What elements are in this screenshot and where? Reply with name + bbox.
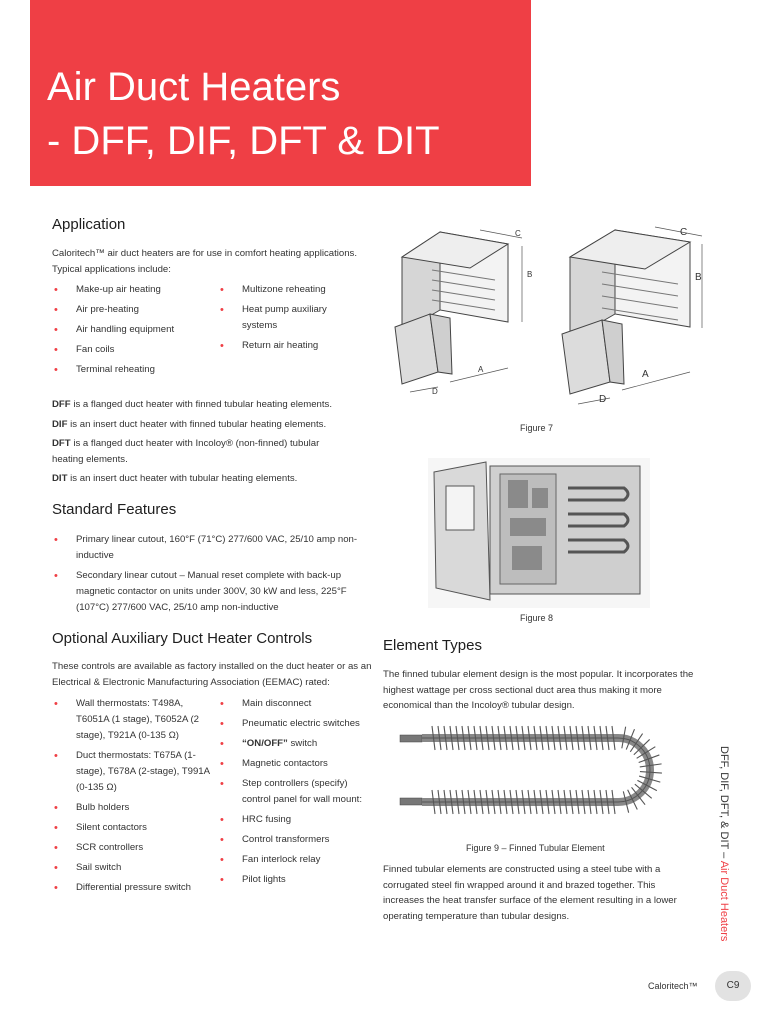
optional-control-item: HRC fusing	[218, 812, 378, 828]
optional-controls-intro: These controls are available as factory …	[52, 661, 372, 688]
optional-control-item-bold: “ON/OFF”	[242, 738, 288, 749]
fig7-label-b-left: B	[527, 270, 532, 279]
optional-controls-list-left: Wall thermostats: T498A, T6051A (1 stage…	[52, 696, 217, 900]
application-list-right: Multizone reheatingHeat pump auxiliary s…	[218, 282, 363, 358]
application-list-item: Air pre-heating	[52, 302, 222, 318]
application-intro: Caloritech™ air duct heaters are for use…	[52, 248, 358, 275]
side-label-codes: DFF, DIF, DFT, & DIT –	[718, 746, 730, 861]
application-list-item: Air handling equipment	[52, 322, 222, 338]
optional-control-item: Sail switch	[52, 860, 217, 876]
optional-control-item: Silent contactors	[52, 820, 217, 836]
element-types-para-2: Finned tubular elements are constructed …	[383, 864, 677, 922]
definition-dff: DFF is a flanged duct heater with finned…	[52, 397, 352, 413]
fig7-label-b-right: B	[695, 272, 702, 283]
optional-control-item: Fan interlock relay	[218, 852, 378, 868]
figure-7-drawing: C B A D C B A D	[394, 226, 703, 405]
fig7-label-c-left: C	[515, 229, 521, 238]
application-list-item: Heat pump auxiliary systems	[218, 302, 363, 334]
optional-control-item: Duct thermostats: T675A (1-stage), T678A…	[52, 748, 217, 796]
figure-7-caption: Figure 7	[520, 423, 554, 433]
optional-control-item-rest: switch	[287, 738, 318, 749]
optional-controls-heading: Optional Auxiliary Duct Heater Controls	[52, 630, 313, 647]
definition-text: is a flanged duct heater with finned tub…	[70, 399, 332, 410]
definition-dft: DFT is a flanged duct heater with Incolo…	[52, 436, 352, 467]
optional-control-item: Magnetic contactors	[218, 756, 378, 772]
optional-control-item: Main disconnect	[218, 696, 378, 712]
fig7-label-c-right: C	[680, 227, 687, 238]
definition-code: DFF	[52, 399, 71, 410]
heater-definitions: DFF is a flanged duct heater with finned…	[52, 397, 352, 491]
fig7-label-a-left: A	[478, 365, 484, 374]
optional-controls-list-right: Main disconnectPneumatic electric switch…	[218, 696, 378, 892]
optional-control-item: Step controllers (specify) control panel…	[218, 776, 378, 808]
fig7-label-d-left: D	[432, 387, 438, 396]
standard-features-heading: Standard Features	[52, 501, 177, 518]
definition-text: is an insert duct heater with finned tub…	[67, 418, 327, 430]
footer-brand: Caloritech™	[648, 981, 698, 991]
application-list-left: Make-up air heatingAir pre-heatingAir ha…	[52, 282, 222, 382]
figure-9-caption: Figure 9 – Finned Tubular Element	[466, 843, 605, 853]
definition-dit: DIT is an insert duct heater with tubula…	[52, 471, 352, 487]
application-list-item: Terminal reheating	[52, 362, 222, 378]
side-section-label: DFF, DIF, DFT, & DIT – Air Duct Heaters	[718, 746, 730, 941]
element-types-heading: Element Types	[383, 637, 482, 654]
fig7-label-d-right: D	[599, 394, 606, 405]
optional-control-item: Pilot lights	[218, 872, 378, 888]
optional-control-item: Bulb holders	[52, 800, 217, 816]
optional-control-item: Pneumatic electric switches	[218, 716, 378, 732]
definition-code: DIF	[52, 418, 68, 430]
definition-code: DIT	[52, 473, 68, 484]
optional-control-item: Wall thermostats: T498A, T6051A (1 stage…	[52, 696, 217, 744]
definition-code: DFT	[52, 438, 71, 449]
definition-dif: DIF is an insert duct heater with finned…	[52, 417, 352, 433]
page-number: C9	[715, 971, 751, 1001]
fig7-label-a-right: A	[642, 369, 649, 380]
figure-8-photo	[428, 458, 650, 608]
definition-text: is an insert duct heater with tubular he…	[67, 473, 298, 484]
title-banner: Air Duct Heaters - DFF, DIF, DFT & DIT	[30, 0, 531, 186]
page-title-line-2: - DFF, DIF, DFT & DIT	[47, 119, 440, 163]
optional-control-item: “ON/OFF” switch	[218, 736, 378, 752]
application-list-item: Fan coils	[52, 342, 222, 358]
application-list-item: Multizone reheating	[218, 282, 363, 298]
standard-feature-item: Secondary linear cutout – Manual reset c…	[52, 568, 372, 616]
application-list-item: Return air heating	[218, 338, 363, 354]
optional-control-item: Differential pressure switch	[52, 880, 217, 896]
standard-feature-item: Primary linear cutout, 160°F (71°C) 277/…	[52, 532, 372, 564]
figure-8-caption: Figure 8	[520, 613, 554, 623]
definition-text: is a flanged duct heater with Incoloy® (…	[52, 438, 320, 465]
page-title-line-1: Air Duct Heaters	[47, 65, 341, 109]
optional-control-item: SCR controllers	[52, 840, 217, 856]
standard-features-list: Primary linear cutout, 160°F (71°C) 277/…	[52, 532, 372, 620]
side-label-name: Air Duct Heaters	[718, 860, 730, 942]
optional-control-item: Control transformers	[218, 832, 378, 848]
element-types-para-1: The finned tubular element design is the…	[383, 669, 694, 711]
figure-9-drawing	[399, 725, 662, 815]
application-heading: Application	[52, 216, 126, 233]
application-list-item: Make-up air heating	[52, 282, 222, 298]
